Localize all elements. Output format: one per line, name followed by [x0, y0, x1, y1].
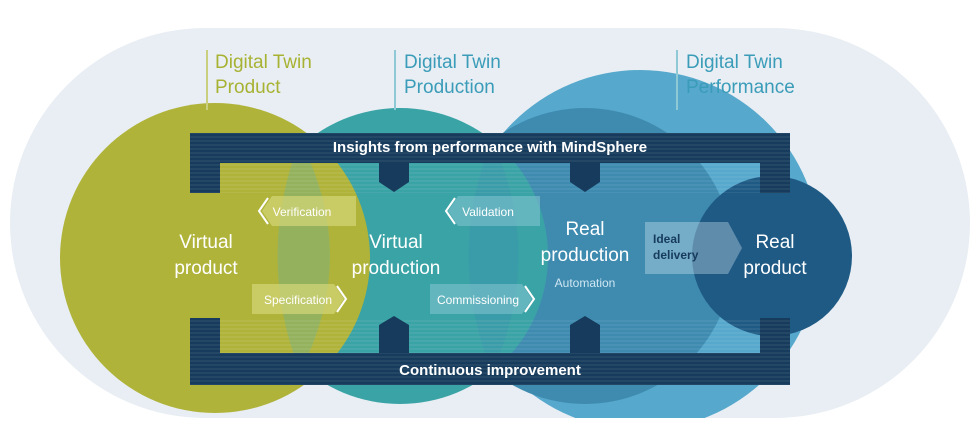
loop-texture-bottom [190, 318, 790, 385]
validation-chevron-icon [444, 197, 456, 225]
real-product-line2: product [743, 258, 807, 279]
virtual-production-line2: production [352, 258, 441, 279]
real-product-circle [692, 176, 852, 336]
loop-notch-bottom-1 [379, 316, 409, 353]
specification-chevron-icon [336, 285, 348, 313]
header-performance-line1: Digital Twin [686, 52, 783, 73]
ideal-delivery-line1: Ideal [653, 232, 680, 246]
loop-notch-bottom-2 [570, 316, 600, 353]
virtual-production-line1: Virtual [369, 232, 423, 253]
commissioning-chevron-icon [524, 285, 536, 313]
loop-notch-top-2 [570, 163, 600, 192]
specification-label: Specification [264, 293, 332, 307]
ideal-delivery-line2: delivery [653, 248, 699, 262]
commissioning-label: Commissioning [437, 293, 519, 307]
real-production-line1: Real [565, 219, 604, 240]
real-production-sub: Automation [555, 276, 616, 290]
verification-chevron-icon [257, 197, 269, 225]
validation-label: Validation [462, 205, 514, 219]
header-product-line1: Digital Twin [215, 52, 312, 73]
header-production-line1: Digital Twin [404, 52, 501, 73]
commissioning-arrow [430, 284, 532, 314]
header-production-line2: Production [404, 77, 495, 98]
specification-arrow [252, 284, 344, 314]
virtual-product-line2: product [174, 258, 238, 279]
header-product-line2: Product [215, 77, 281, 98]
verification-arrow [262, 196, 356, 226]
loop-top-label: Insights from performance with MindSpher… [333, 139, 647, 156]
real-production-line2: production [541, 245, 630, 266]
real-product-line1: Real [755, 232, 794, 253]
validation-arrow [448, 196, 540, 226]
loop-notch-top-1 [379, 163, 409, 192]
loop-texture-top [190, 133, 790, 193]
virtual-product-line1: Virtual [179, 232, 233, 253]
loop-bottom-label: Continuous improvement [399, 362, 581, 379]
ideal-delivery-arrow [645, 222, 742, 274]
header-performance-line2: Performance [686, 77, 795, 98]
verification-label: Verification [273, 205, 332, 219]
